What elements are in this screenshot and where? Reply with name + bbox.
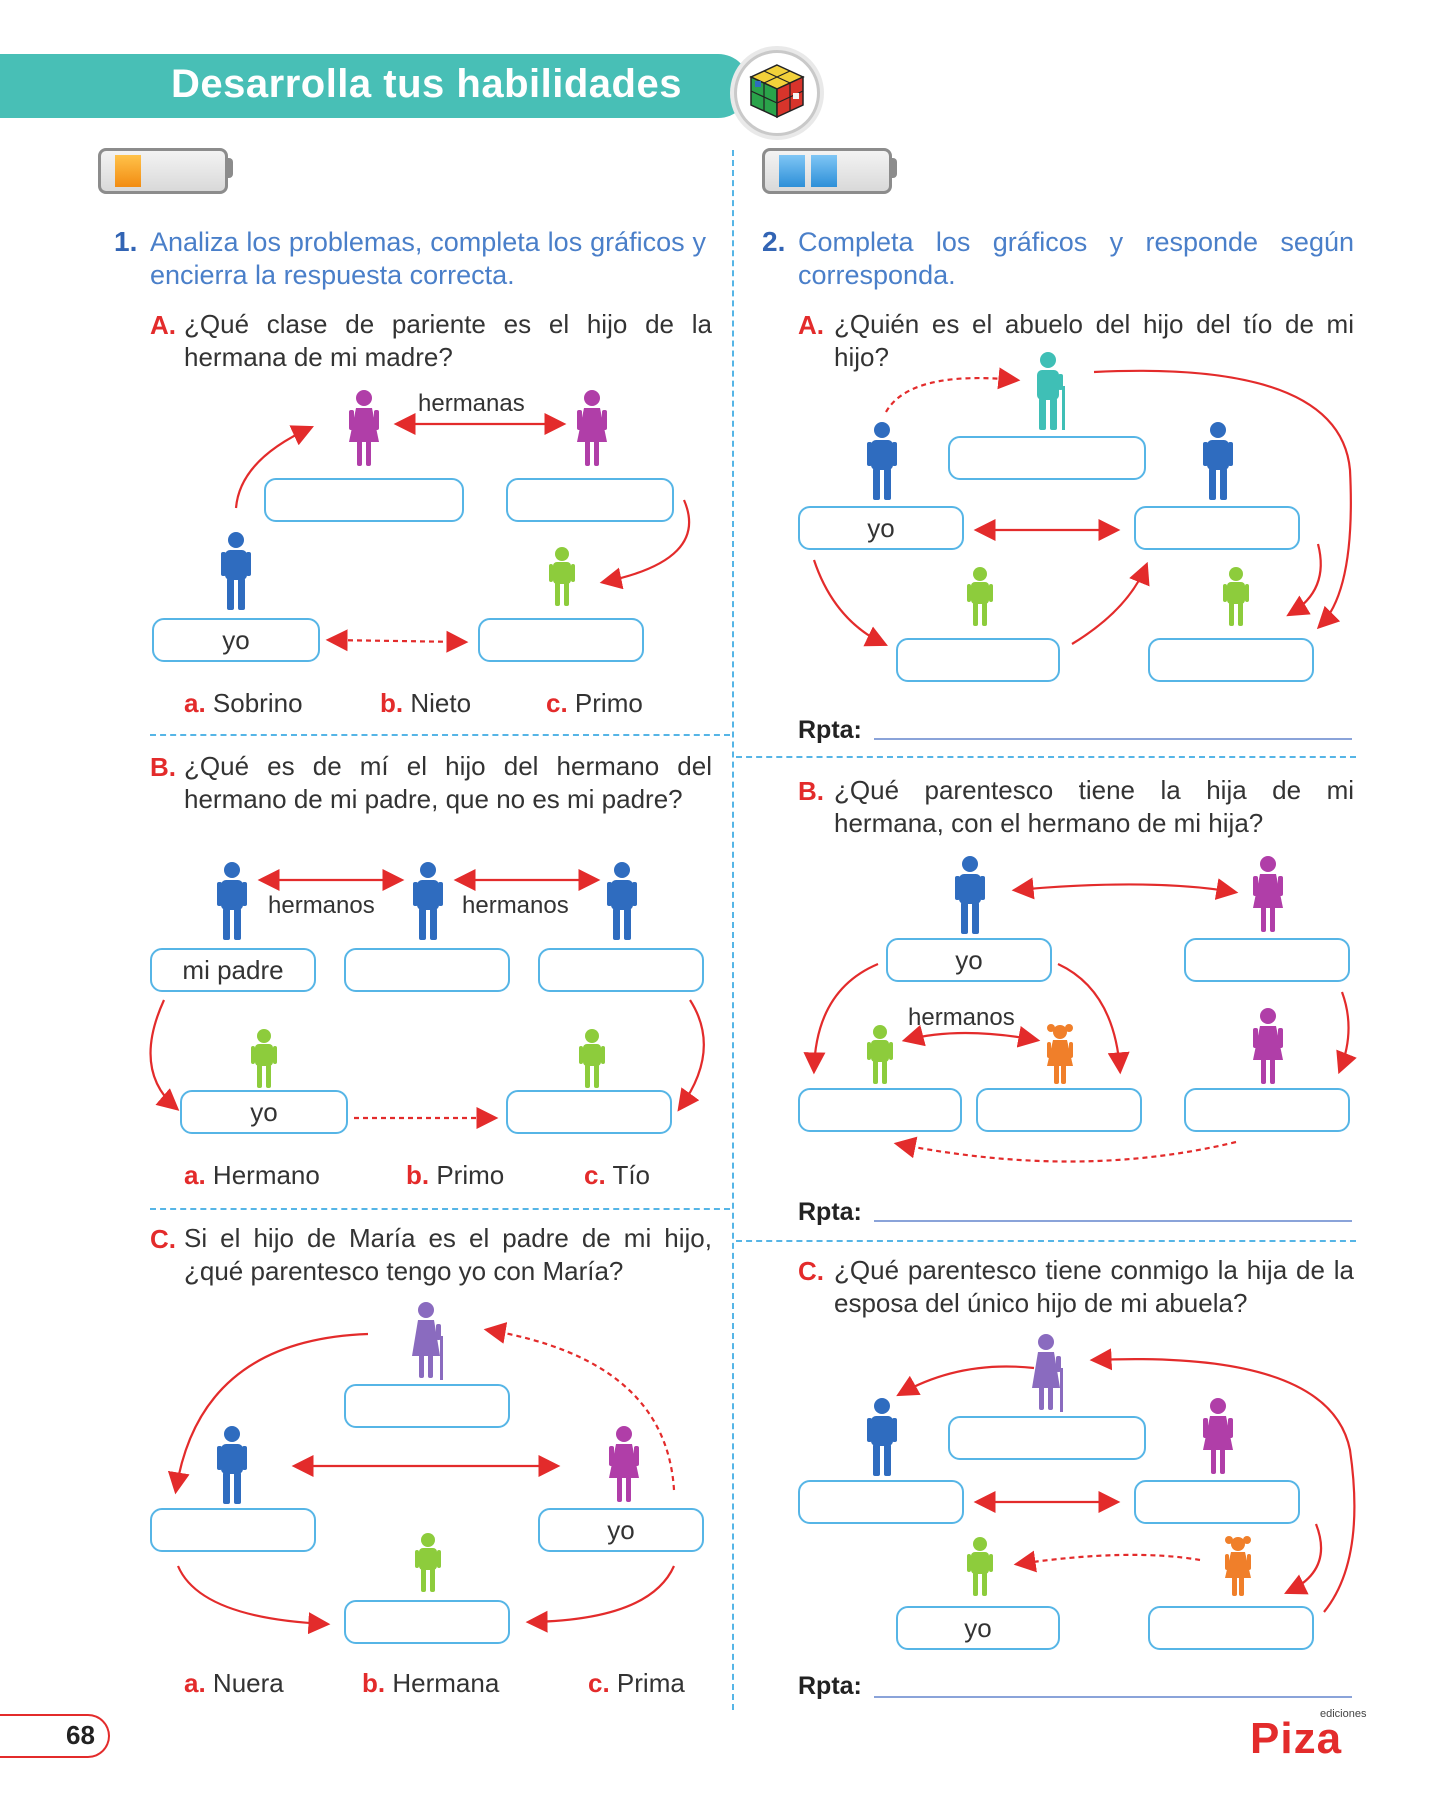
answer-box[interactable]: [948, 436, 1146, 480]
answer-line[interactable]: [874, 1696, 1352, 1698]
answer-box[interactable]: [506, 478, 674, 522]
battery-tip: [889, 158, 897, 178]
option-c[interactable]: c. Prima: [588, 1668, 685, 1698]
section-divider: [736, 1240, 1356, 1242]
sub-question-text: ¿Qué clase de pariente es el hijo de la …: [184, 309, 712, 372]
battery-level-icon-1: [98, 148, 228, 194]
answer-box[interactable]: [896, 638, 1060, 682]
sub-question-text: ¿Qué parentesco tiene la hija de mi herm…: [834, 775, 1354, 838]
sub-question-text: ¿Qué es de mí el hijo del hermano del he…: [184, 751, 712, 814]
answer-box[interactable]: [344, 1384, 510, 1428]
answer-line[interactable]: [874, 738, 1352, 740]
page-number: 68: [66, 1720, 95, 1750]
publisher-logo: Piza: [1250, 1714, 1343, 1763]
relation-label: hermanos: [268, 892, 375, 919]
answer-box[interactable]: [1184, 1088, 1350, 1132]
question-text: Analiza los problemas, completa los gráf…: [150, 227, 706, 290]
answer-line[interactable]: [874, 1220, 1352, 1222]
sub-question-text: Si el hijo de María es el padre de mi hi…: [184, 1223, 712, 1286]
battery-tip: [225, 158, 233, 178]
answer-box[interactable]: [798, 1088, 962, 1132]
answer-box[interactable]: [1148, 638, 1314, 682]
sub-question-text: ¿Quién es el abuelo del hijo del tío de …: [834, 309, 1354, 372]
section-divider: [150, 734, 730, 736]
answer-box[interactable]: [1184, 938, 1350, 982]
page-number-frame: [0, 1714, 110, 1758]
battery-level-icon-2: [762, 148, 892, 194]
question-text: Completa los gráficos y responde según c…: [798, 227, 1354, 290]
sub-letter: C.: [798, 1256, 824, 1286]
relation-label: hermanos: [462, 892, 569, 919]
column-divider: [732, 150, 734, 1710]
section-divider: [736, 756, 1356, 758]
yo-box: yo: [152, 618, 320, 662]
answer-label: Rpta:: [798, 1198, 862, 1226]
answer-box[interactable]: [948, 1416, 1146, 1460]
yo-box: yo: [798, 506, 964, 550]
sub-letter: B.: [150, 752, 176, 782]
answer-box[interactable]: [1134, 506, 1300, 550]
yo-box: yo: [180, 1090, 348, 1134]
answer-box[interactable]: [150, 1508, 316, 1552]
option-c[interactable]: c. Tío: [584, 1160, 651, 1190]
option-c[interactable]: c. Primo: [546, 688, 643, 718]
publisher-logo-small: ediciones: [1320, 1708, 1367, 1720]
answer-box[interactable]: [976, 1088, 1142, 1132]
answer-label: Rpta:: [798, 1672, 862, 1700]
answer-box[interactable]: [1148, 1606, 1314, 1650]
header-banner: [0, 54, 750, 118]
sub-question-text: ¿Qué parentesco tiene conmigo la hija de…: [834, 1255, 1354, 1318]
question-number: 1.: [114, 226, 138, 257]
question-number: 2.: [762, 226, 786, 257]
answer-box[interactable]: [798, 1480, 964, 1524]
sub-letter: A.: [150, 310, 176, 340]
answer-box[interactable]: [344, 948, 510, 992]
answer-box[interactable]: [264, 478, 464, 522]
answer-box[interactable]: [538, 948, 704, 992]
answer-label: Rpta:: [798, 716, 862, 744]
option-b[interactable]: b. Hermana: [362, 1668, 500, 1698]
answer-box[interactable]: [478, 618, 644, 662]
sub-letter: A.: [798, 310, 824, 340]
answer-box[interactable]: [506, 1090, 672, 1134]
yo-box: yo: [886, 938, 1052, 982]
relation-label: hermanas: [418, 390, 525, 417]
page-title: Desarrolla tus habilidades: [171, 62, 682, 106]
mi-padre-box: mi padre: [150, 948, 316, 992]
yo-box: yo: [896, 1606, 1060, 1650]
sub-letter: C.: [150, 1224, 176, 1254]
section-divider: [150, 1208, 730, 1210]
answer-box[interactable]: [344, 1600, 510, 1644]
rubiks-cube-icon: [734, 50, 820, 136]
yo-box: yo: [538, 1508, 704, 1552]
option-a[interactable]: a. Nuera: [184, 1668, 284, 1698]
answer-box[interactable]: [1134, 1480, 1300, 1524]
option-b[interactable]: b. Nieto: [380, 688, 472, 718]
option-a[interactable]: a. Hermano: [184, 1160, 320, 1190]
sub-letter: B.: [798, 776, 824, 806]
option-a[interactable]: a. Sobrino: [184, 688, 303, 718]
option-b[interactable]: b. Primo: [406, 1160, 505, 1190]
